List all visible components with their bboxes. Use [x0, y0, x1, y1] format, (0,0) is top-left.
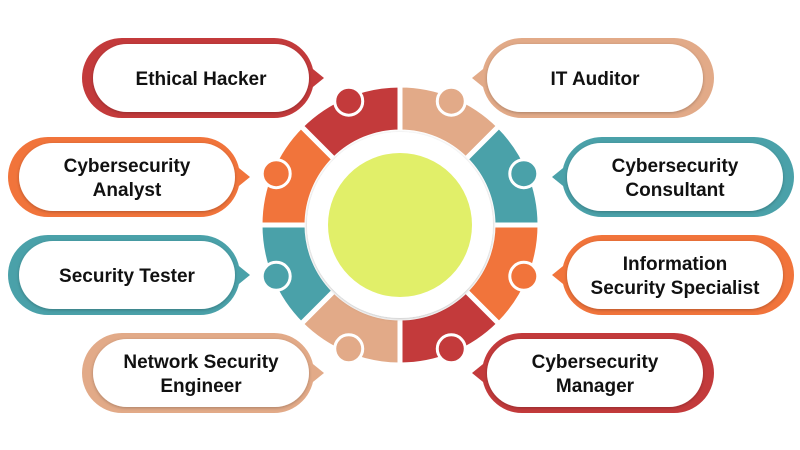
callout-body — [487, 44, 703, 112]
segment-knob — [333, 85, 365, 117]
callout-body — [19, 143, 235, 211]
segment-knob — [260, 158, 292, 190]
callout-label: Engineer — [160, 376, 242, 397]
callout-body — [567, 143, 783, 211]
callout-label: Ethical Hacker — [136, 69, 268, 90]
callout-it-auditor: IT Auditor — [472, 38, 714, 118]
callout-label: Cybersecurity — [612, 156, 739, 177]
segment-knob — [333, 333, 365, 365]
segment-knob — [508, 260, 540, 292]
callout-security-tester: Security Tester — [8, 235, 250, 315]
callout-label: Cybersecurity — [64, 156, 191, 177]
segment-ring — [257, 82, 543, 368]
segment-knob — [260, 260, 292, 292]
segment-knob — [435, 85, 467, 117]
callout-body — [93, 44, 309, 112]
callout-ethical-hacker: Ethical Hacker — [82, 38, 324, 118]
center-circle — [328, 153, 472, 297]
callout-label: Consultant — [625, 180, 725, 201]
callout-label: IT Auditor — [551, 69, 641, 90]
callout-body — [567, 241, 783, 309]
callout-label: Security Tester — [59, 266, 195, 287]
callout-label: Analyst — [93, 180, 162, 201]
callout-body — [93, 339, 309, 407]
segment-knob — [508, 158, 540, 190]
segment-knob — [435, 333, 467, 365]
callout-label: Manager — [556, 376, 635, 397]
callout-label: Information — [623, 254, 728, 275]
callout-body — [19, 241, 235, 309]
callout-body — [487, 339, 703, 407]
callout-label: Network Security — [123, 352, 279, 373]
callout-label: Cybersecurity — [532, 352, 659, 373]
callout-label: Security Specialist — [591, 278, 761, 299]
